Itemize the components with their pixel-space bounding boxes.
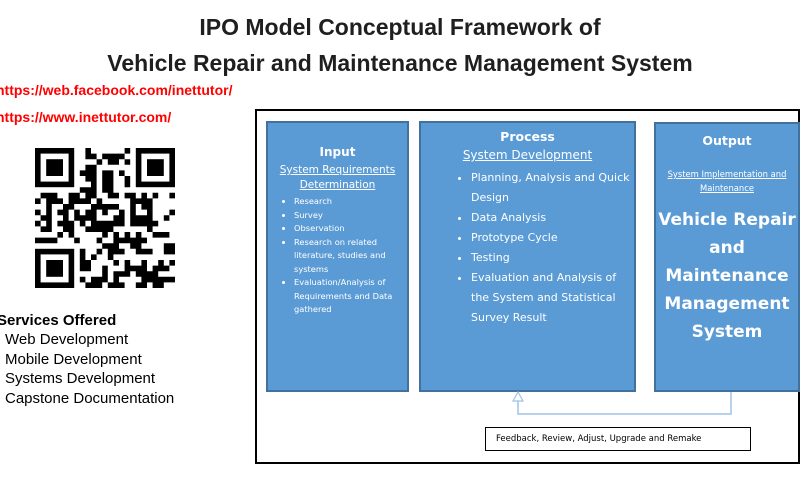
services-heading: Services Offered	[0, 312, 117, 329]
input-item: Survey	[294, 209, 407, 223]
service-item: Web Development	[5, 331, 129, 348]
service-item: Capstone Documentation	[5, 389, 175, 407]
input-item: Research on related literature, studies …	[294, 236, 407, 277]
website-link[interactable]: https://www.inettutor.com/	[0, 109, 172, 125]
process-item: Evaluation and Analysis of the System an…	[471, 268, 634, 328]
qr-code	[35, 148, 175, 288]
input-item: Research	[294, 195, 407, 209]
input-items: Research Survey Observation Research on …	[268, 195, 407, 317]
output-box: Output System Implementation and Mainten…	[654, 122, 800, 392]
process-box: Process System Development Planning, Ana…	[419, 121, 636, 392]
service-item: Mobile Development	[5, 350, 142, 368]
feedback-box: Feedback, Review, Adjust, Upgrade and Re…	[485, 427, 751, 451]
process-title: Process	[500, 129, 555, 144]
process-item: Testing	[471, 248, 634, 268]
process-subtitle: System Development	[462, 148, 593, 162]
facebook-link[interactable]: https://web.facebook.com/inettutor/	[0, 82, 233, 98]
page-title-line-1: IPO Model Conceptual Framework of	[199, 14, 601, 40]
output-title: Output	[702, 133, 752, 148]
services-list: Services Offered Web Development Mobile …	[0, 312, 174, 408]
input-title: Input	[319, 145, 356, 159]
process-item: Data Analysis	[471, 208, 634, 228]
process-item: Prototype Cycle	[471, 228, 634, 248]
input-box: Input System Requirements Determination …	[266, 121, 409, 392]
page-title-line-2: Vehicle Repair and Maintenance Managemen…	[107, 50, 693, 76]
input-subtitle: System Requirements Determination	[279, 164, 396, 191]
service-item: Systems Development	[5, 370, 156, 387]
input-item: Evaluation/Analysis of Requirements and …	[294, 276, 407, 317]
output-subtitle: System Implementation and Maintenance	[667, 169, 787, 193]
input-item: Observation	[294, 222, 407, 236]
output-result: Vehicle Repair and Maintenance Managemen…	[658, 210, 796, 342]
process-item: Planning, Analysis and Quick Design	[471, 168, 634, 208]
process-items: Planning, Analysis and Quick Design Data…	[421, 168, 634, 328]
